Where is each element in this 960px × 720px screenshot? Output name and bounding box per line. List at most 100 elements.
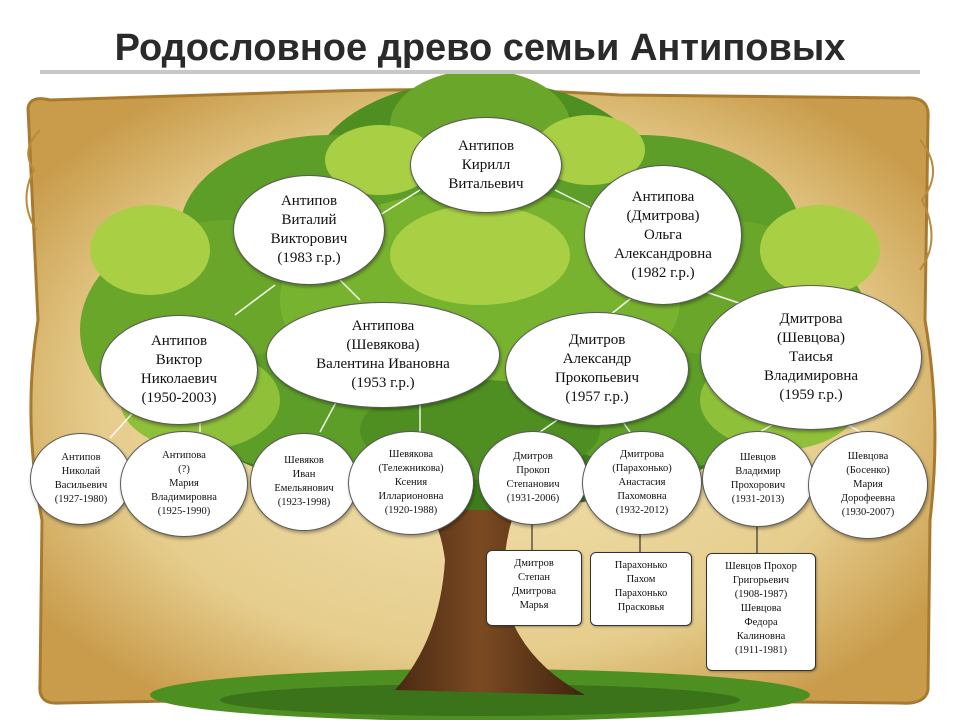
person-line: Шевцов Прохор [725,561,797,572]
person-node-nikolai: Антипов Николай Васильевич (1927-1980) [30,433,132,525]
title-underline [40,70,920,74]
person-line: (1925-1990) [157,506,211,517]
person-node-ivan: Шевяков Иван Емельянович (1923-1998) [250,433,358,531]
person-line: Илларионовна [378,491,444,502]
person-line: Антипов [61,452,101,463]
person-line: Владимировна [763,368,859,384]
person-line: Ольга [644,226,682,243]
person-line: Прокопьевич [554,370,640,386]
person-line: (1920-1988) [384,505,438,516]
person-line: Прасковья [617,602,665,613]
person-line: (?) [178,464,190,475]
person-node-alexandr: Дмитров Александр Прокопьевич (1957 г.р.… [505,312,689,426]
person-line: (1953 г.р.) [351,375,415,391]
person-line: Таисья [789,349,833,365]
person-line: (Шевцова) [777,330,845,346]
person-line: (1923-1998) [277,497,331,508]
person-line: Антипов [280,193,338,209]
person-node-maria-2: Шевцова (Босенко) Мария Дорофеевна (1930… [808,431,928,539]
person-line: Парахонько [614,588,668,599]
person-line: Федора [744,617,778,628]
person-line: (Дмитрова) [626,207,700,224]
person-line: (Парахонько) [612,463,672,474]
person-line: Шевяков [284,455,324,466]
person-line: Пахомовна [617,491,667,502]
person-line: Марья [519,600,549,611]
person-line: Александр [562,351,632,367]
person-line: Владимир [735,466,781,477]
person-line: (1908-1987) [734,589,788,600]
ancestor-box-parakhonko: Парахонько Пахом Парахонько Прасковья [590,552,692,626]
person-line: (1959 г.р.) [779,387,843,403]
person-line: (1931-2013) [731,494,785,505]
person-line: Калиновна [736,631,786,642]
person-line: Николаевич [140,371,218,387]
person-line: Антипова [351,318,415,334]
person-line: Мария [853,479,883,490]
person-line: Пахом [626,574,656,585]
person-line: Дмитрова [511,586,557,597]
person-line: (Тележникова) [378,463,444,474]
person-line: Прохорович [730,480,786,491]
person-line: (1911-1981) [734,645,788,656]
person-line: Дмитров [514,558,554,569]
person-line: Ксения [394,477,428,488]
person-line: Дмитрова [619,449,665,460]
person-line: Шевцов [739,452,777,463]
person-line: Александровна [614,245,712,262]
person-line: Владимировна [151,492,217,503]
person-line: Емельянович [274,483,334,494]
person-line: (1982 г.р.) [631,264,695,281]
person-line: Иван [292,469,316,480]
person-line: (Шевякова) [346,337,420,353]
person-line: Дмитрова [779,311,843,327]
person-line: (1930-2007) [841,507,895,518]
person-node-ksenia: Шевякова (Тележникова) Ксения Илларионов… [348,431,474,535]
person-line: Парахонько [614,560,668,571]
person-line: (1927-1980) [54,494,108,505]
ancestor-box-shevtsov: Шевцов Прохор Григорьевич (1908-1987) Ше… [706,553,816,671]
person-node-taisya: Дмитрова (Шевцова) Таисья Владимировна (… [700,285,922,430]
person-line: Антипова [631,188,695,205]
person-node-anastasia: Дмитрова (Парахонько) Анастасия Пахомовн… [582,431,702,535]
person-line: Антипова [162,450,206,461]
person-line: Антипов [150,333,208,349]
person-line: (Босенко) [846,465,890,476]
person-line: (1983 г.р.) [277,250,341,266]
person-line: Викторович [270,231,348,247]
person-line: (1931-2006) [506,493,560,504]
person-line: Прокоп [516,465,550,476]
ancestor-box-dmitrov: Дмитров Степан Дмитрова Марья [486,550,582,626]
person-node-maria-1: Антипова (?) Мария Владимировна (1925-19… [120,431,248,537]
person-line: Валентина Ивановна [316,356,450,372]
person-line: (1957 г.р.) [565,389,629,405]
person-line: Николай [61,466,101,477]
person-line: Дорофеевна [840,493,896,504]
person-line: Шевякова [388,449,434,460]
person-line: Шевцова [847,451,889,462]
person-line: Виктор [155,352,203,368]
person-node-vladimir: Шевцов Владимир Прохорович (1931-2013) [702,431,814,527]
person-line: Степанович [506,479,560,490]
person-line: (1950-2003) [141,390,217,406]
person-node-vitaly: Антипов Виталий Викторович (1983 г.р.) [233,175,385,285]
person-line: Шевцова [740,603,782,614]
person-line: Анастасия [618,477,666,488]
person-line: (1932-2012) [615,505,669,516]
person-line: Дмитров [568,332,626,348]
person-line: Антипов [457,137,515,154]
person-line: Кирилл [461,156,511,173]
person-line: Степан [517,572,550,583]
page-title: Родословное древо семьи Антиповых [114,27,846,69]
person-line: Григорьевич [732,575,790,586]
person-line: Виталий [281,212,337,228]
person-node-viktor: Антипов Виктор Николаевич (1950-2003) [100,315,258,425]
person-node-prokop: Дмитров Прокоп Степанович (1931-2006) [478,431,588,525]
person-line: Васильевич [54,480,108,491]
person-node-kirill: Антипов Кирилл Витальевич [410,117,562,213]
person-line: Дмитров [513,451,553,462]
person-line: Витальевич [448,175,524,192]
person-line: Мария [169,478,199,489]
person-node-olga: Антипова (Дмитрова) Ольга Александровна … [584,165,742,305]
person-node-valentina: Антипова (Шевякова) Валентина Ивановна (… [266,302,500,408]
